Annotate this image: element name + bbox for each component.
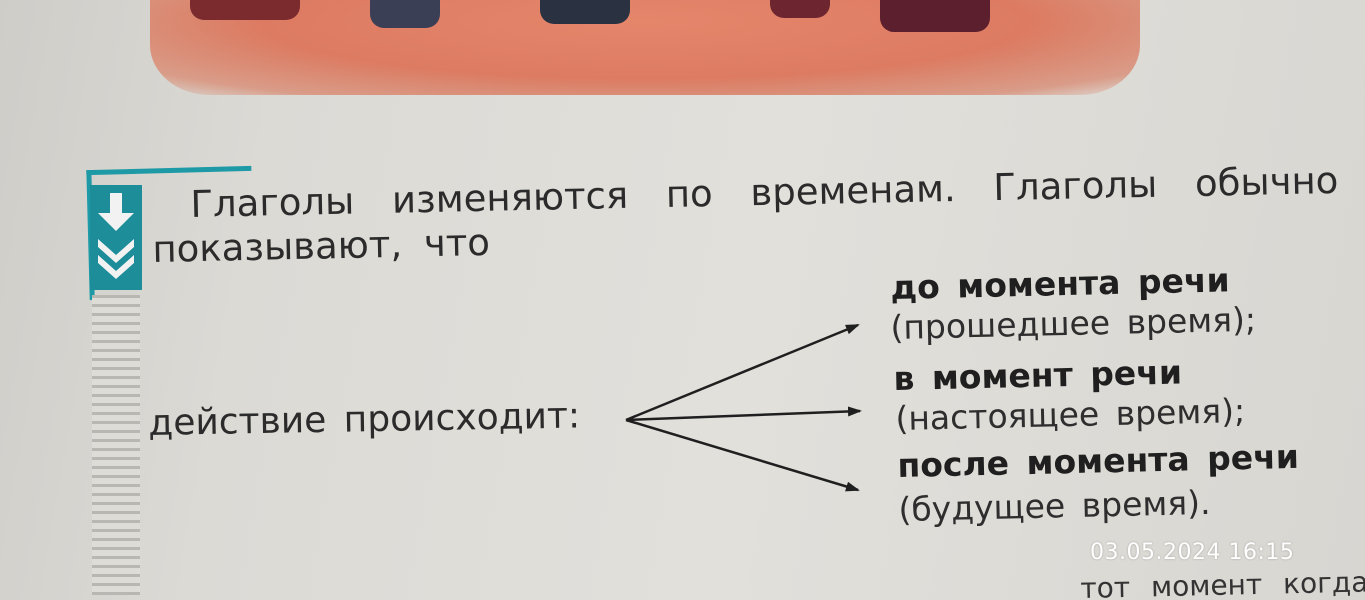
illustration-figure xyxy=(880,0,990,32)
branch-future-tense: (будущее время). xyxy=(898,482,1211,529)
arrow-present xyxy=(625,406,862,422)
cut-off-text: тот момент когда xyxy=(1080,565,1365,600)
branch-past-label: до момента речи xyxy=(890,260,1231,307)
photo-timestamp: 03.05.2024 16:15 xyxy=(1090,540,1295,565)
margin-stripes xyxy=(92,295,140,595)
arrow-past xyxy=(625,323,860,422)
illustration-figure xyxy=(770,0,830,18)
illustration-figure xyxy=(540,0,630,24)
arrow-future xyxy=(625,418,860,492)
illustration-figure xyxy=(370,0,440,28)
illustration-strip xyxy=(150,0,1140,95)
arrow-down-marker-icon xyxy=(90,185,142,290)
branch-present-tense: (настоящее время); xyxy=(895,391,1246,438)
branch-past-tense: (прошедшее время); xyxy=(890,299,1257,347)
branch-present-label: в момент речи xyxy=(893,352,1183,398)
illustration-figure xyxy=(190,0,300,20)
